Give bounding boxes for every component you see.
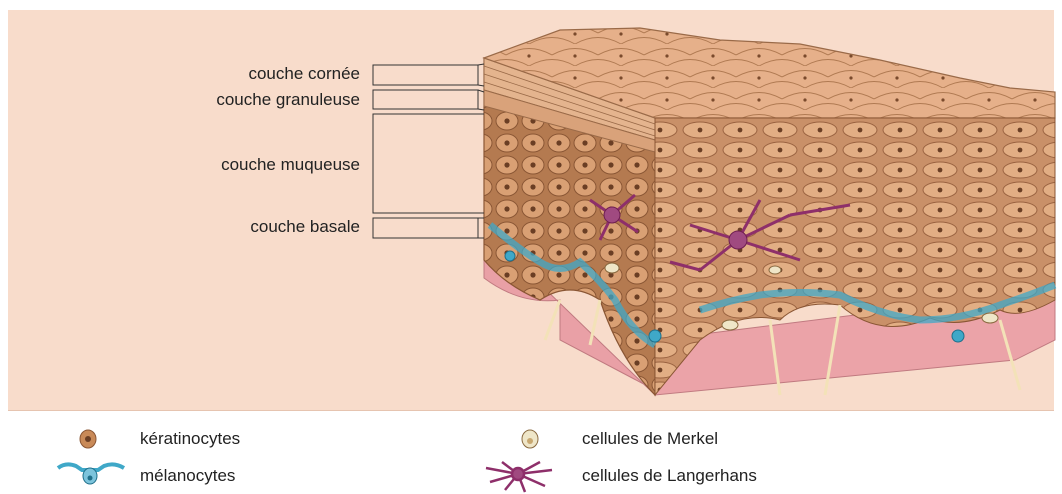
- legend-langerhans: cellules de Langerhans: [582, 466, 757, 486]
- legend-keratinocytes: kératinocytes: [140, 429, 240, 449]
- legend-melanocytes: mélanocytes: [140, 466, 235, 486]
- layer-brackets: [373, 64, 484, 238]
- melanocyte-icon: [58, 464, 124, 484]
- keratinocyte-icon: [80, 430, 96, 448]
- langerhans-cell-icon: [486, 462, 552, 492]
- label-couche-granuleuse: couche granuleuse: [216, 90, 360, 110]
- legend-merkel: cellules de Merkel: [582, 429, 718, 449]
- merkel-cell-icon: [522, 430, 538, 448]
- label-couche-muqueuse: couche muqueuse: [221, 155, 360, 175]
- label-couche-cornee: couche cornée: [248, 64, 360, 84]
- label-couche-basale: couche basale: [250, 217, 360, 237]
